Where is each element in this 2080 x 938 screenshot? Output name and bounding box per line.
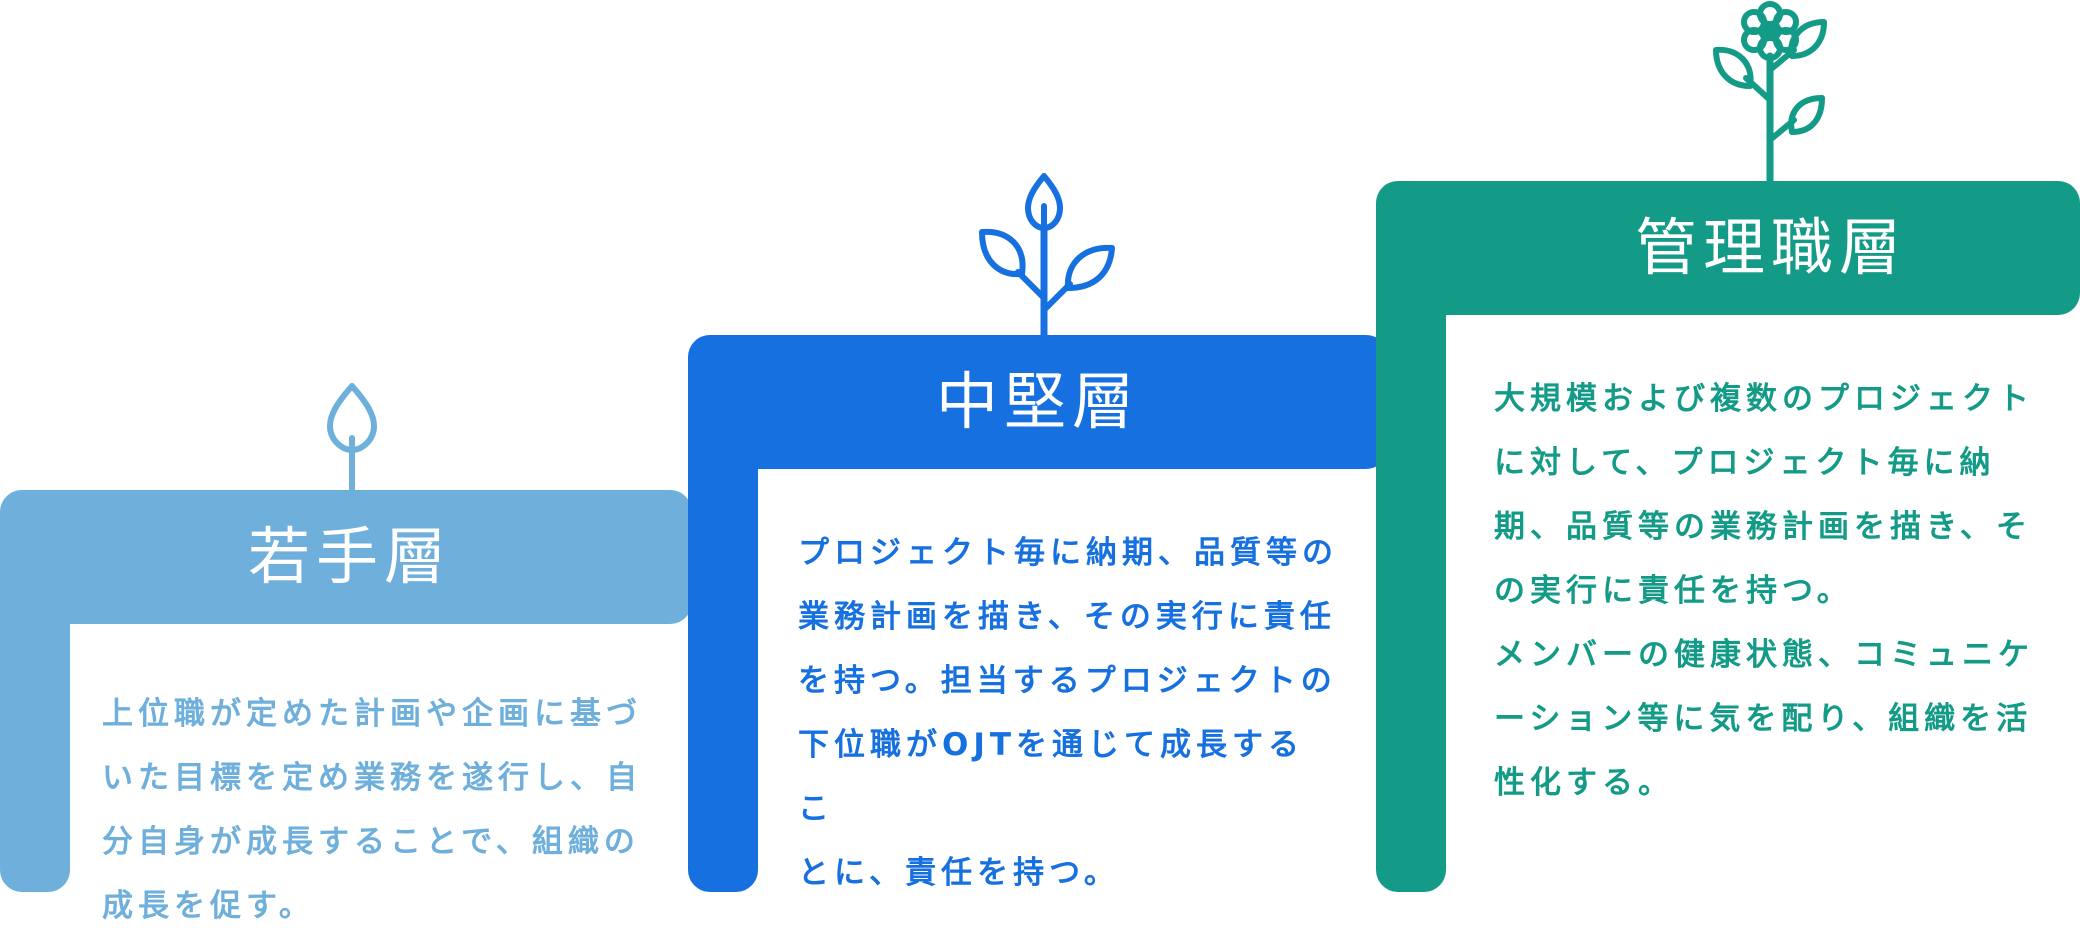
tier-middle-stem [688, 435, 758, 892]
tier-senior-title: 管理職層 [1634, 211, 1907, 284]
young-plant-icon [979, 173, 1115, 340]
tier-middle-description: プロジェクト毎に納期、品質等の 業務計画を描き、その実行に責任 を持つ。担当する… [798, 535, 1338, 891]
tier-junior-stem [0, 590, 70, 892]
tier-middle-header [688, 335, 1388, 469]
tier-junior-title: 若手層 [247, 520, 452, 593]
tier-middle-title: 中堅層 [935, 365, 1140, 438]
tier-senior-description: 大規模および複数のプロジェクト に対して、プロジェクト毎に納 期、品質等の業務計… [1494, 381, 2034, 801]
tier-junior-description: 上位職が定めた計画や企画に基づ いた目標を定め業務を遂行し、自 分自身が成長する… [102, 696, 642, 924]
tier-junior-header [0, 490, 692, 624]
flowering-plant-icon [1713, 1, 1827, 184]
tier-senior-stem [1376, 281, 1446, 892]
sprout-icon [327, 383, 377, 494]
tier-senior-header [1376, 181, 2080, 315]
